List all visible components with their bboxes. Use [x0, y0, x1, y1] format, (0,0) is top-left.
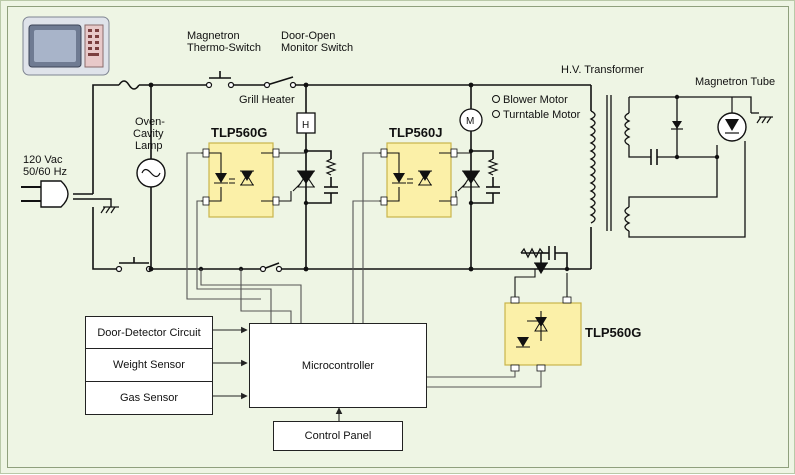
triac-3 [534, 262, 548, 275]
diagram-frame [7, 6, 789, 468]
thermo-switch-label-2: Thermo-Switch [187, 42, 261, 54]
switch-contacts [115, 81, 297, 273]
door-detector-block: Door-Detector Circuit [85, 316, 213, 349]
gas-sensor-block: Gas Sensor [85, 382, 213, 415]
thermo-switch-bar [209, 71, 231, 79]
weight-sensor-block: Weight Sensor [85, 349, 213, 382]
grill-heater-symbol [296, 112, 316, 134]
power-plug-icon [21, 180, 112, 208]
photocoupler-2 [379, 142, 471, 218]
bullet-circles [492, 95, 500, 118]
hv-junction-dots [674, 94, 720, 160]
hv-diode [671, 121, 683, 130]
input-arrows [213, 326, 343, 421]
control-panel-block: Control Panel [273, 421, 403, 451]
coupler-2-label: TLP560J [389, 125, 442, 140]
triac-1 [292, 153, 316, 201]
signal-wiring [186, 152, 542, 388]
magnetron-tube-symbol [717, 97, 747, 142]
power-input-label-2: 50/60 Hz [23, 166, 67, 178]
door-switch [119, 257, 149, 264]
snubber-resistor-1 [325, 158, 337, 176]
snubber-capacitors [324, 186, 500, 194]
lamp-label-2: Cavity [133, 128, 164, 140]
heater-symbol-text: H [302, 120, 309, 131]
coupler-1-label: TLP560G [211, 125, 267, 140]
triac-2 [457, 170, 481, 192]
photocoupler-3 [504, 269, 582, 372]
photocoupler-1 [201, 142, 306, 218]
hv-capacitor [650, 149, 658, 165]
lamp-label-1: Oven- [135, 116, 165, 128]
coupler-3-label: TLP560G [585, 325, 641, 340]
monitor-switch-label-1: Door-Open [281, 30, 335, 42]
hv-ground-symbol [756, 116, 773, 124]
motor-symbol-text: M [466, 116, 474, 127]
monitor-switch-label-2: Monitor Switch [281, 42, 353, 54]
ground-symbol [100, 206, 119, 214]
blower-motor-label: Blower Motor [503, 94, 568, 106]
lamp-label-3: Lamp [135, 140, 163, 152]
snubber-resistor [520, 247, 544, 259]
magnetron-tube-label: Magnetron Tube [695, 76, 775, 88]
microwave-oven-icon [22, 16, 110, 76]
power-wiring [92, 76, 592, 270]
hv-transformer-coils [589, 95, 759, 238]
snubber-resistor-2 [487, 158, 499, 176]
microcontroller-block: Microcontroller [249, 323, 427, 408]
grill-heater-label: Grill Heater [239, 94, 295, 106]
thermo-switch-label-1: Magnetron [187, 30, 240, 42]
hv-transformer-label: H.V. Transformer [561, 64, 644, 76]
snubber-capacitor [548, 246, 556, 260]
power-input-label-1: 120 Vac [23, 154, 63, 166]
turntable-motor-label: Turntable Motor [503, 109, 581, 121]
motor-symbol [459, 108, 483, 132]
oven-lamp-symbol [136, 158, 166, 188]
